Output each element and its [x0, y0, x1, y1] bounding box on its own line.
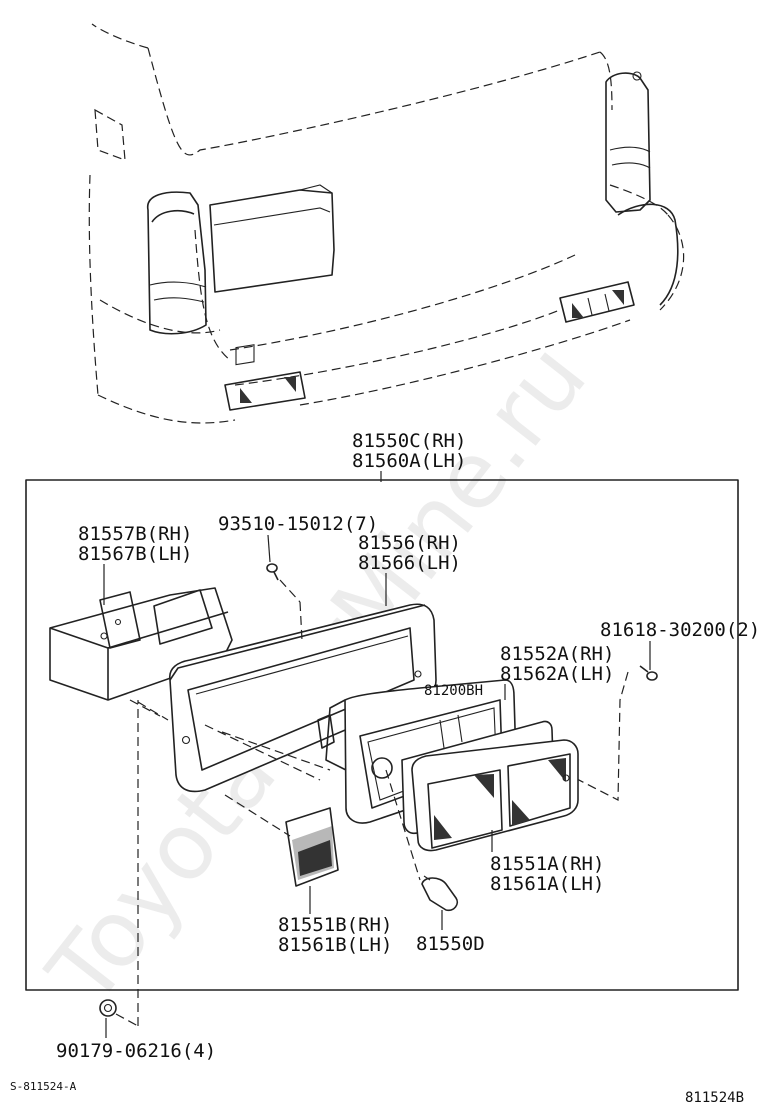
label-81552A: 81552A(RH): [500, 643, 614, 665]
label-81551B: 81551B(RH): [278, 914, 392, 936]
assembly-label-rh: 81550C(RH): [352, 430, 466, 452]
label-81200BH: 81200BH: [424, 683, 483, 699]
screw-top-part: [266, 563, 279, 581]
label-90179-06216: 90179-06216(4): [56, 1040, 216, 1062]
label-81566: 81566(LH): [358, 552, 461, 574]
lens-part: [401, 720, 579, 852]
bulb-part: [421, 875, 459, 912]
footer-right-code: 811524B: [685, 1090, 744, 1106]
label-81562A: 81562A(LH): [500, 663, 614, 685]
assembly-label-lh: 81560A(LH): [352, 450, 466, 472]
reflector-part: [285, 807, 339, 887]
label-81557B: 81557B(RH): [78, 523, 192, 545]
label-93510-15012: 93510-15012(7): [218, 513, 378, 535]
label-81551A: 81551A(RH): [490, 853, 604, 875]
label-81618-30200: 81618-30200(2): [600, 619, 760, 641]
label-81567B: 81567B(LH): [78, 543, 192, 565]
alignment-lines: [129, 601, 421, 1026]
label-81561B: 81561B(LH): [278, 934, 392, 956]
label-81556: 81556(RH): [358, 532, 461, 554]
screw-right-part: [639, 665, 658, 681]
footer-left-code: S-811524-A: [10, 1080, 77, 1093]
label-81550D: 81550D: [416, 933, 485, 955]
label-81561A: 81561A(LH): [490, 873, 604, 895]
vehicle-rear-view: [88, 23, 685, 424]
assembly-frame: [25, 479, 739, 991]
nut-part: [99, 999, 117, 1017]
gasket-part: [168, 603, 437, 793]
